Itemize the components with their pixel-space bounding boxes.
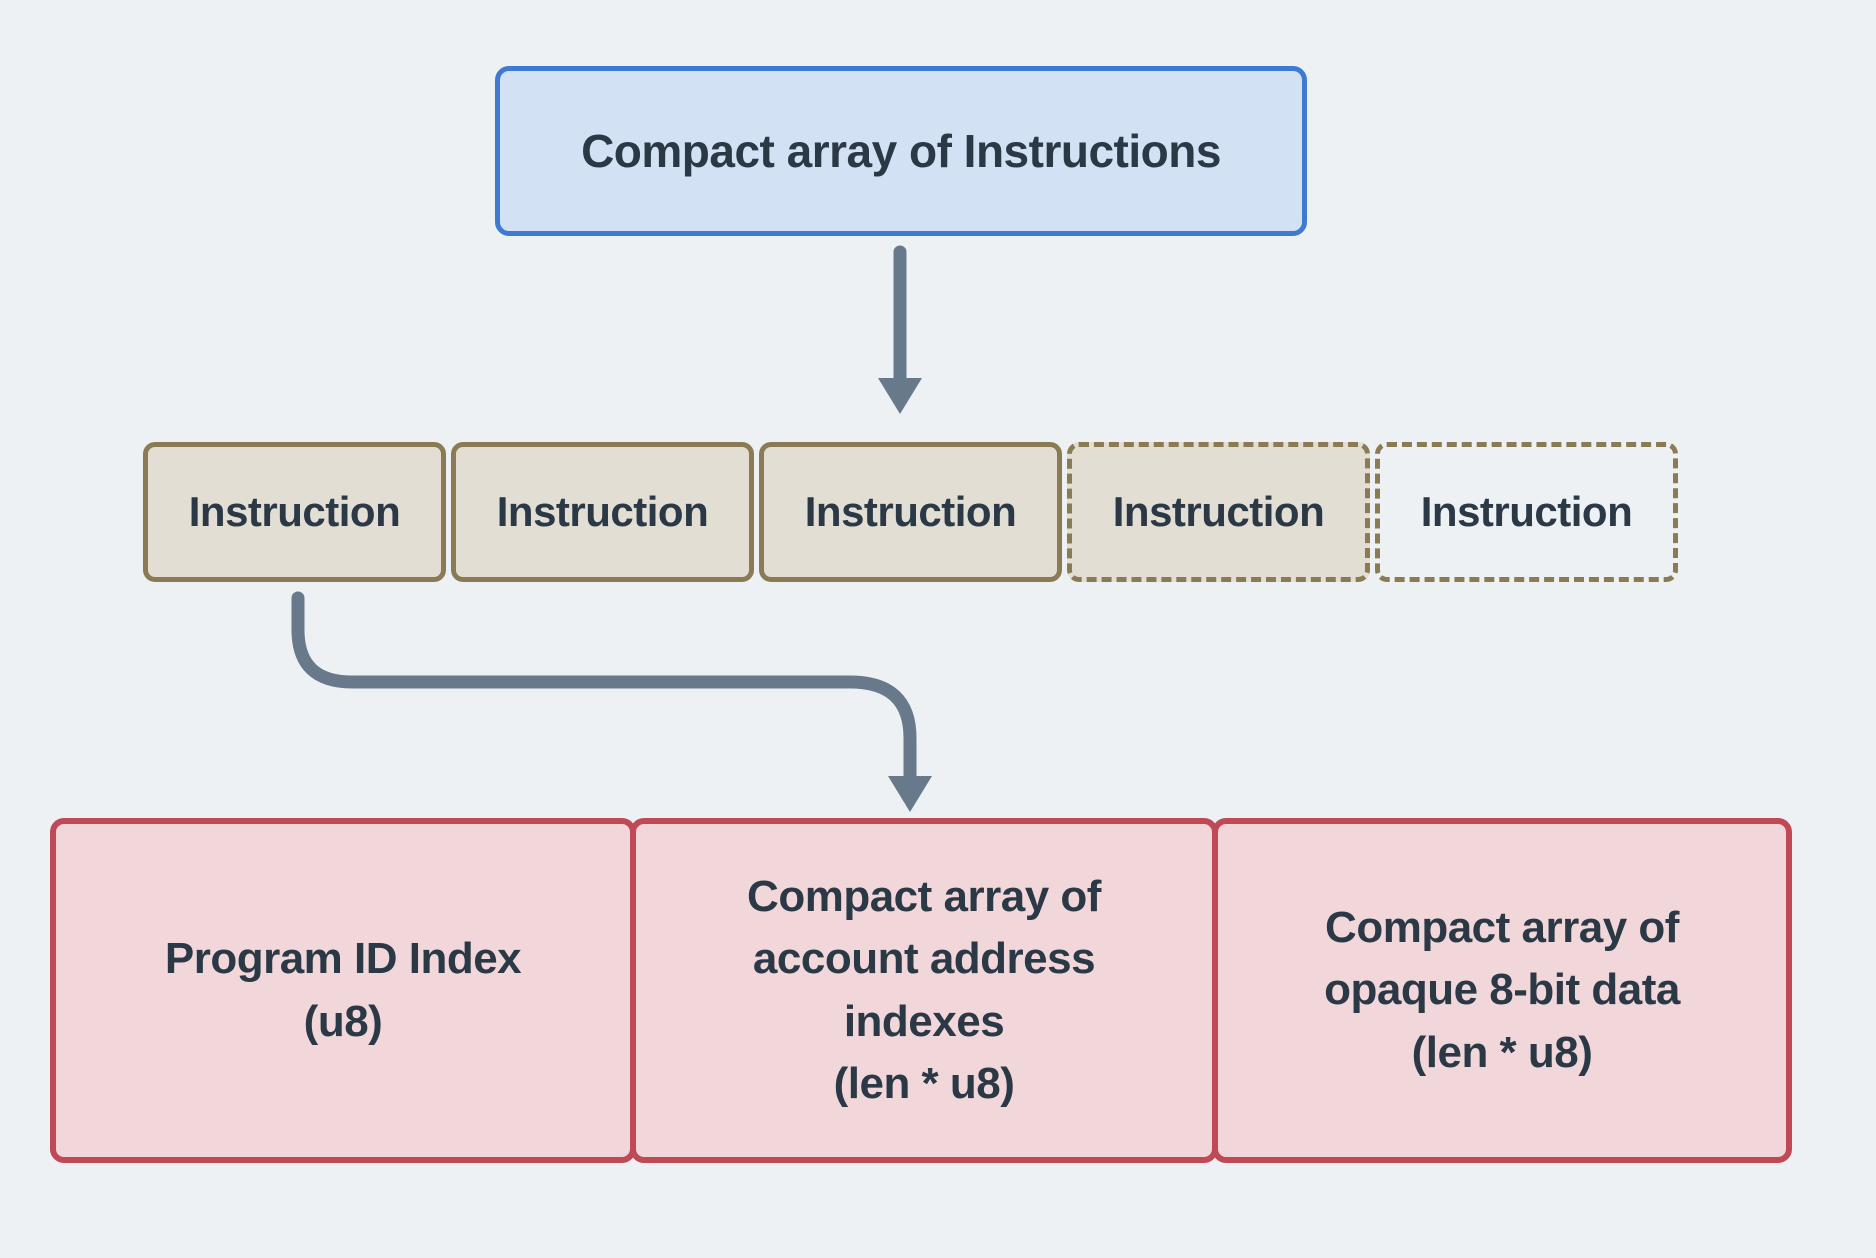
account-address-indexes-line-1: Compact array of (747, 871, 1101, 921)
instruction-box-2: Instruction (451, 442, 754, 582)
instruction-label-2: Instruction (496, 488, 709, 535)
opaque-data-line-3: (len * u8) (1411, 1027, 1593, 1077)
instruction-label-3: Instruction (804, 488, 1017, 535)
program-id-index-line-1: Program ID Index (164, 934, 522, 984)
opaque-data-line-1: Compact array of (1325, 902, 1679, 952)
account-address-indexes-box: Compact array of account address indexes… (630, 818, 1218, 1163)
account-address-indexes-line-3: indexes (843, 996, 1005, 1046)
instruction-label-5: Instruction (1420, 488, 1633, 535)
instruction-box-4-dashed: Instruction (1067, 442, 1370, 582)
arrow-elbow-icon (291, 591, 932, 812)
instruction-box-1: Instruction (143, 442, 446, 582)
instruction-box-3: Instruction (759, 442, 1062, 582)
compact-array-of-instructions-label: Compact array of Instructions (581, 125, 1221, 177)
opaque-data-box: Compact array of opaque 8-bit data (len … (1212, 818, 1792, 1163)
account-address-indexes-line-2: account address (752, 934, 1096, 984)
account-address-indexes-line-4: (len * u8) (833, 1058, 1015, 1108)
compact-array-of-instructions-box: Compact array of Instructions (495, 66, 1307, 236)
opaque-data-line-2: opaque 8-bit data (1324, 965, 1680, 1015)
arrow-down-icon (878, 245, 922, 414)
program-id-index-line-2: (u8) (303, 996, 383, 1046)
instruction-box-5-dashed-empty: Instruction (1375, 442, 1678, 582)
instruction-label-1: Instruction (188, 488, 401, 535)
program-id-index-box: Program ID Index (u8) (50, 818, 636, 1163)
instruction-label-4: Instruction (1112, 488, 1325, 535)
